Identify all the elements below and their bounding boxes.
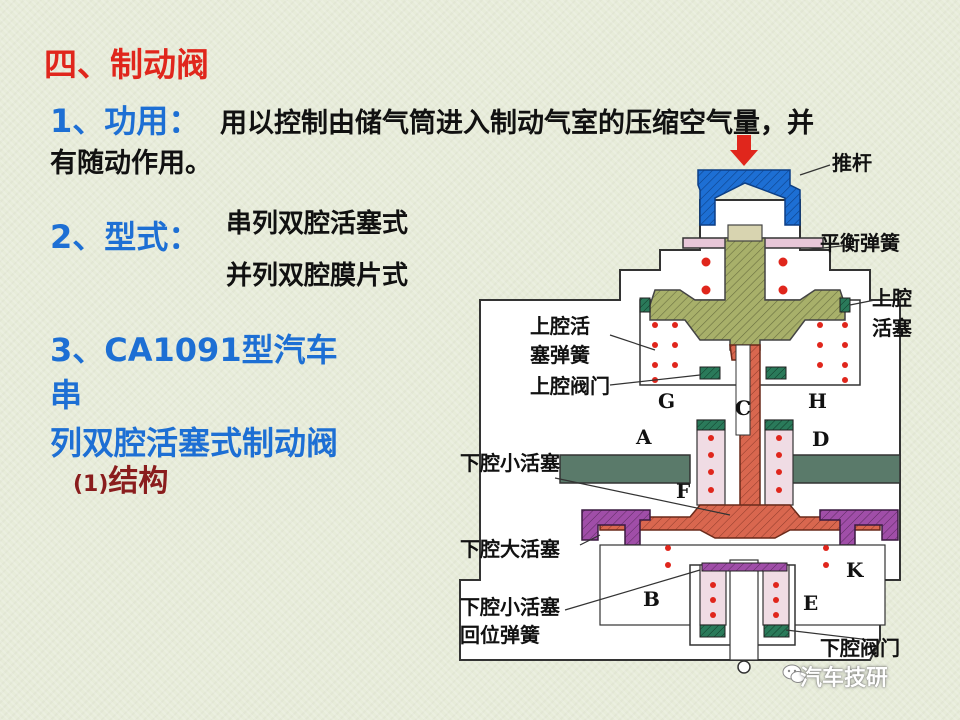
port-letter-e: E: [803, 591, 818, 615]
label-upper-spring-line1: 上腔活: [530, 314, 590, 338]
label-return-spring-line2: 回位弹簧: [460, 623, 540, 647]
subheading-structure: (1)结构: [73, 456, 168, 500]
central-tube: [735, 344, 751, 436]
port-letter-a: A: [635, 425, 652, 449]
upper-piston-spring: [652, 322, 848, 383]
lower-piston-cap: [701, 562, 788, 572]
balance-spring: [700, 256, 789, 296]
lower-valve-seal-left: [699, 624, 726, 638]
item2-type-parallel: 并列双腔膜片式: [226, 261, 409, 291]
small-piston-seal-left: [696, 419, 726, 431]
lower-valve-seal-right: [763, 624, 790, 638]
wechat-icon: [782, 664, 806, 683]
small-piston-seal-right: [764, 419, 794, 431]
upper-valve-seal-right: [765, 366, 787, 380]
exhaust-port: [737, 660, 751, 674]
port-letter-c: C: [735, 396, 751, 420]
push-rod: [697, 169, 801, 226]
large-piston-spring: [665, 545, 829, 568]
upper-seal-left: [639, 297, 651, 313]
label-balance-spring: 平衡弹簧: [820, 231, 900, 255]
item3-heading-line2: 串: [50, 376, 83, 414]
leader-lines: [554, 164, 876, 641]
port-letter-d: D: [812, 427, 829, 451]
label-upper-piston-line1: 上腔: [872, 286, 912, 310]
item1-text: 用以控制由储气筒进入制动气室的压缩空气量，并: [220, 108, 814, 139]
section-title: 四、制动阀: [44, 45, 209, 84]
small-piston-spring: [708, 435, 782, 493]
lower-large-piston: [599, 504, 881, 539]
item3-heading-line1: 3、CA1091型汽车: [50, 331, 338, 369]
label-push-rod: 推杆: [832, 151, 872, 175]
middle-partition-left: [559, 454, 691, 484]
port-letter-f: F: [676, 479, 690, 503]
label-lower-valve: 下腔阀门: [820, 636, 900, 660]
watermark-text: 汽车技研: [800, 666, 889, 691]
item2-label: 2、型式：: [50, 218, 201, 256]
large-piston-cup-right: [819, 509, 899, 546]
lower-return-spring: [710, 582, 779, 618]
label-upper-spring-line2: 塞弹簧: [530, 343, 590, 367]
label-lower-small-piston: 下腔小活塞: [460, 451, 561, 475]
item2-type-series: 串列双腔活塞式: [226, 209, 409, 239]
lower-piston-stem: [729, 559, 759, 661]
item1-label: 1、功用：: [50, 102, 201, 140]
subheading-number: (1): [73, 472, 109, 497]
port-letter-b: B: [643, 587, 660, 611]
item3-heading-line3: 列双腔活塞式制动阀: [50, 424, 339, 462]
port-letter-g: G: [658, 389, 675, 413]
port-letter-k: K: [846, 558, 864, 582]
middle-partition-right: [789, 454, 901, 484]
push-force-arrow: [730, 135, 758, 166]
upper-valve-seal-left: [699, 366, 721, 380]
label-lower-large-piston: 下腔大活塞: [460, 537, 561, 561]
brake-valve-diagram: G C H A D F K B E 推杆 平衡弹簧 上腔 活塞 上腔活 塞弹簧 …: [459, 135, 913, 674]
subheading-text: 结构: [108, 464, 169, 499]
item1-text-continued: 有随动作用。: [50, 148, 212, 179]
upper-seal-right: [839, 297, 851, 313]
push-rod-nut: [727, 224, 763, 242]
port-letter-h: H: [808, 389, 827, 413]
label-upper-valve: 上腔阀门: [530, 374, 610, 398]
label-return-spring-line1: 下腔小活塞: [460, 595, 561, 619]
label-upper-piston-line2: 活塞: [872, 316, 913, 340]
